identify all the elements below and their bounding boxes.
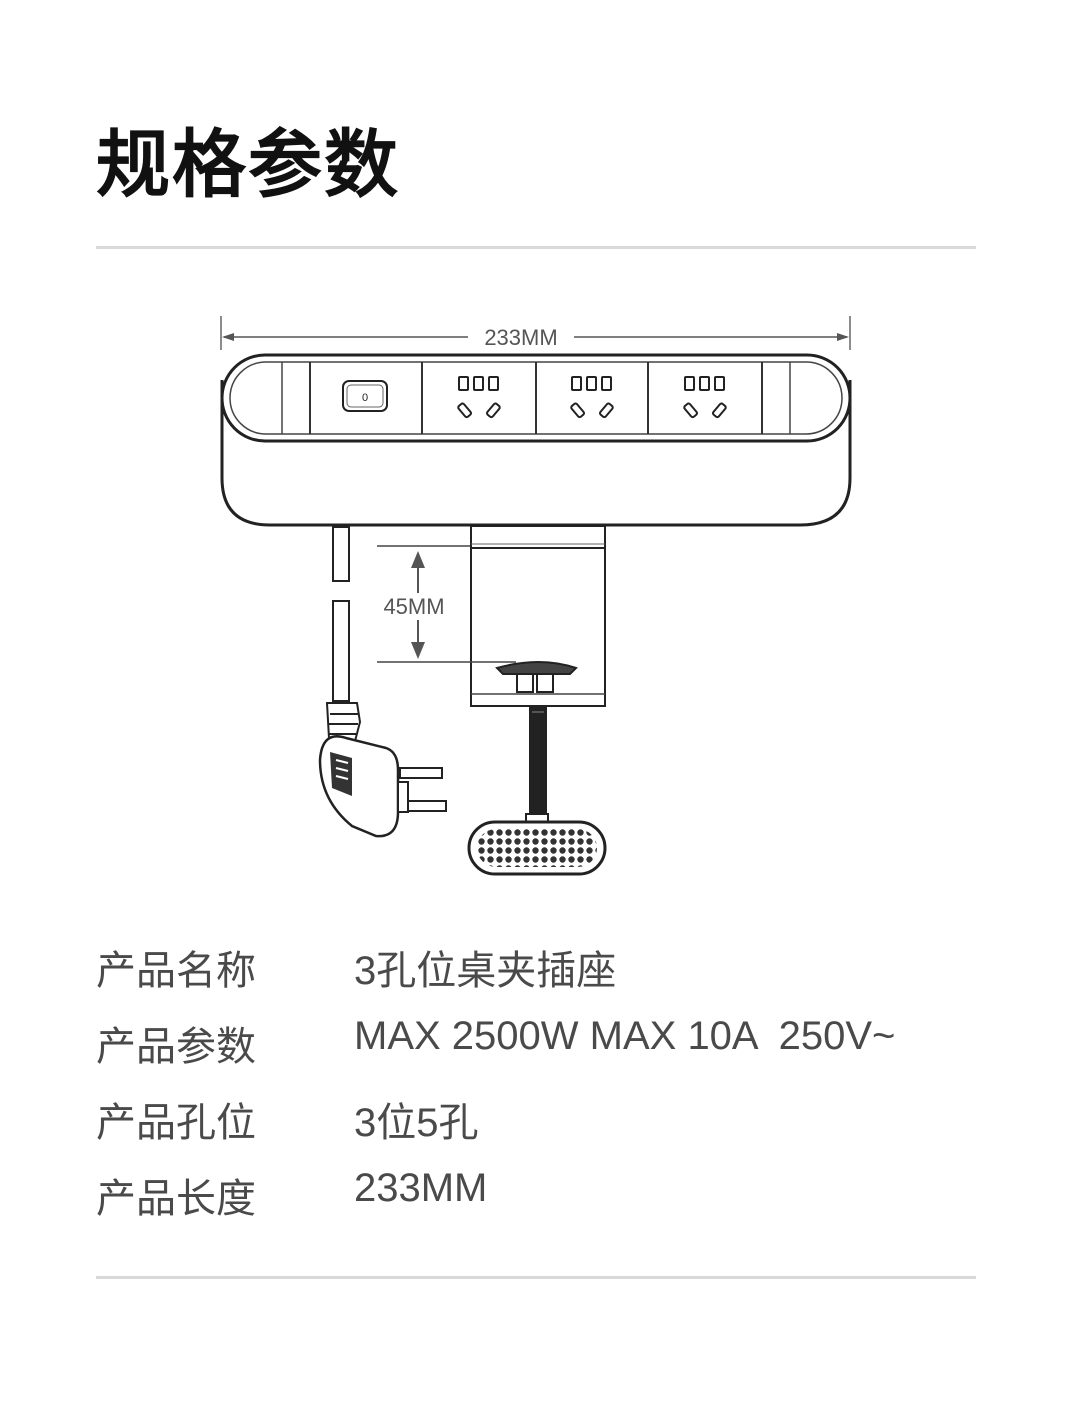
height-dimension: 45MM	[377, 545, 516, 663]
spec-row-name: 产品名称 3孔位桌夹插座	[96, 930, 976, 1006]
product-diagram: 233MM 0	[220, 316, 852, 876]
spec-row-sockets: 产品孔位 3位5孔	[96, 1082, 976, 1158]
outlet-3	[683, 376, 727, 419]
spec-label: 产品孔位	[96, 1100, 256, 1146]
switch-label: 0	[362, 392, 368, 404]
spec-label: 产品长度	[96, 1176, 256, 1222]
power-plug	[318, 735, 447, 838]
spec-table: 产品名称 3孔位桌夹插座 产品参数 MAX 2500W MAX 10A 250V…	[96, 930, 976, 1234]
spec-value: 3位5孔	[354, 1101, 479, 1145]
width-label: 233MM	[484, 325, 557, 350]
outlet-2	[570, 376, 614, 419]
spec-label: 产品名称	[96, 948, 256, 994]
spec-value: 233MM	[354, 1166, 488, 1210]
bottom-divider	[96, 1276, 976, 1279]
outlet-1	[457, 376, 501, 419]
spec-value: 3孔位桌夹插座	[354, 949, 617, 993]
power-strip-body	[220, 353, 852, 527]
spec-row-rating: 产品参数 MAX 2500W MAX 10A 250V~	[96, 1006, 976, 1082]
power-switch: 0	[342, 380, 388, 412]
height-label: 45MM	[383, 594, 444, 619]
spec-row-length: 产品长度 233MM	[96, 1158, 976, 1234]
page-title: 规格参数	[96, 122, 400, 208]
width-dimension: 233MM	[220, 316, 851, 350]
spec-value: MAX 2500W MAX 10A 250V~	[354, 1014, 896, 1058]
spec-label: 产品参数	[96, 1024, 256, 1070]
power-cord	[325, 526, 362, 772]
top-divider	[96, 246, 976, 249]
desk-clamp	[467, 525, 607, 876]
